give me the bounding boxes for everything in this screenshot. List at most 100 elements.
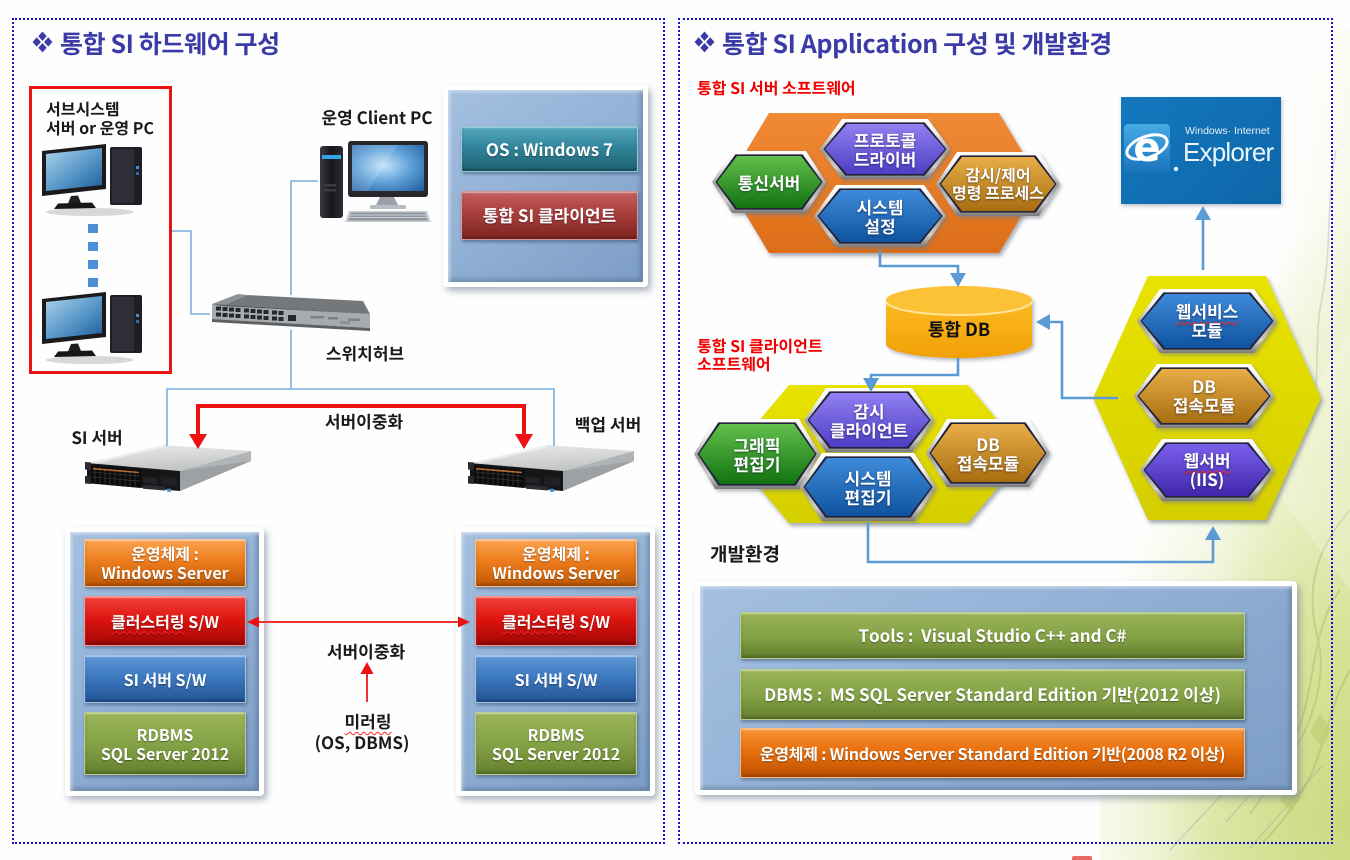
left-panel-title: 통합 SI 하드웨어 구성 — [60, 25, 280, 61]
si-client-label: 통합 SI 클라이언트 — [482, 202, 617, 228]
system-editor-hex-shape — [805, 458, 931, 516]
si-sw-bar-right: SI 서버 S/W — [475, 655, 637, 703]
dev-env-label: 개발환경 — [710, 540, 780, 567]
right-panel-border — [678, 18, 1333, 844]
tools-bar-label: Tools : Visual Studio C++ and C# — [858, 622, 1127, 648]
dash-square — [88, 224, 98, 233]
si-client-bar: 통합 SI 클라이언트 — [461, 191, 638, 240]
dev-os-bar-label: 운영체제 : Windows Server Standard Edition 기… — [759, 740, 1226, 765]
graphic-editor-hex — [694, 419, 820, 489]
server-hex-cluster — [712, 113, 1060, 253]
si-sw-bar-left: SI 서버 S/W — [84, 655, 246, 703]
ie-brand-small: Windows· Internet — [1185, 125, 1270, 137]
rdbms-bar-left-label: RDBMS SQL Server 2012 — [100, 721, 230, 765]
internet-explorer-logo: e Windows· Internet Explorer — [1121, 97, 1281, 204]
tools-bar: Tools : Visual Studio C++ and C# — [740, 612, 1245, 659]
clustering-word: 클러스터링 — [110, 608, 185, 633]
dbms-bar: DBMS : MS SQL Server Standard Edition 기반… — [740, 669, 1245, 720]
protocol-driver-hex — [820, 119, 950, 179]
switch-hub-image — [210, 292, 372, 334]
monitor-client-hex-shape — [809, 393, 929, 447]
db-module-hex-shape — [931, 424, 1045, 482]
server-cluster-hexagon-shape — [727, 113, 1041, 253]
right-panel-title: 통합 SI Application 구성 및 개발환경 — [722, 25, 1112, 61]
client-pc-label: 운영 Client PC — [321, 104, 433, 129]
db-module-label: DB 접속모듈 — [956, 430, 1020, 475]
backup-server-image — [466, 444, 636, 500]
clustering-word-2: 클러스터링 — [501, 608, 576, 633]
webserver-iis-hex — [1140, 439, 1274, 501]
desktop-pc-2 — [40, 290, 152, 366]
db-module-label-2: DB 접속모듈 — [1172, 372, 1236, 417]
monitor-client-label: 감시 클라이언트 — [829, 397, 909, 442]
graphic-editor-label: 그래픽 편집기 — [733, 431, 781, 476]
failover-mid-label: 서버이중화 — [326, 638, 406, 663]
monitor-cmd-label: 감시/제어 명령 프로세스 — [952, 162, 1044, 204]
si-sw-bar-left-label: SI 서버 S/W — [123, 666, 207, 691]
webserver-iis-label: 웹서버(IIS) — [1184, 450, 1231, 488]
db-cylinder — [885, 286, 1033, 358]
dev-os-bar: 운영체제 : Windows Server Standard Edition 기… — [740, 728, 1245, 778]
comm-server-hex — [712, 151, 826, 213]
monitor-client-hex — [804, 388, 934, 452]
diamond-bullet-icon-right — [694, 31, 715, 53]
server-software-label: 통합 SI 서버 소프트웨어 — [697, 75, 856, 99]
webserver-iis-hex-shape — [1145, 444, 1269, 496]
right-title-text: 통합 SI Application 구성 및 개발환경 — [722, 25, 1112, 61]
mirroring-label: 미러링 — [345, 708, 392, 733]
backup-server-label: 백업 서버 — [574, 411, 642, 436]
webservice-hex-shape — [1142, 294, 1272, 348]
system-config-label: 시스템 설정 — [856, 193, 904, 238]
clustering-suffix: S/W — [184, 608, 220, 633]
webserver-line2: (IIS) — [1189, 466, 1225, 491]
protocol-driver-label: 프로토콜 드라이버 — [853, 126, 917, 171]
protocol-driver-hex-shape — [825, 124, 945, 174]
db-module-hex — [926, 419, 1050, 487]
server-cluster-hexagon — [727, 113, 1041, 253]
db-cylinder-top — [886, 286, 1032, 314]
db-module-hex-2-shape — [1139, 369, 1269, 423]
si-server-label: SI 서버 — [71, 424, 123, 449]
system-config-hex — [814, 185, 946, 247]
os-windows7-label: OS : Windows 7 — [485, 135, 614, 161]
ie-logo-graphics: e — [1124, 124, 1179, 173]
webserver-word: 웹서버 — [1183, 446, 1231, 472]
os-windows7-bar: OS : Windows 7 — [461, 126, 638, 172]
client-hex-cluster — [694, 385, 1050, 523]
os-bar-right: 운영체제 : Windows Server — [475, 539, 637, 587]
db-cylinder-body — [886, 300, 1032, 358]
os-bar-right-label: 운영체제 : Windows Server — [492, 541, 620, 584]
ie-brand-big: Explorer — [1183, 137, 1274, 167]
ellipsis-dashes — [88, 224, 99, 290]
rdbms-bar-right-label: RDBMS SQL Server 2012 — [491, 721, 621, 765]
dash-square — [88, 242, 98, 251]
subsystem-group-frame — [29, 86, 172, 374]
subsystem-label: 서브시스템 서버 or 운영 PC — [46, 96, 154, 139]
mirroring-sub-label: (OS, DBMS) — [314, 729, 410, 754]
system-config-hex-shape — [819, 190, 941, 242]
clustering-bar-left: 클러스터링 S/W — [84, 596, 246, 646]
si-server-image — [83, 444, 253, 500]
si-sw-bar-right-label: SI 서버 S/W — [514, 666, 598, 691]
client-pc-image — [318, 140, 432, 226]
comm-server-hex-shape — [717, 156, 821, 208]
failover-top-label: 서버이중화 — [324, 408, 404, 433]
mirroring-word: 미러링 — [344, 708, 392, 733]
webservice-line2: 모듈 — [1191, 317, 1223, 342]
db-label: 통합 DB — [927, 315, 991, 342]
clustering-bar-right: 클러스터링 S/W — [475, 596, 637, 646]
rdbms-bar-right: RDBMS SQL Server 2012 — [475, 712, 637, 775]
left-panel-border — [12, 18, 665, 844]
graphic-editor-hex-shape — [699, 424, 815, 484]
clustering-suffix-2: S/W — [575, 608, 611, 633]
diamond-bullet-icon — [32, 31, 53, 53]
comm-server-label: 통신서버 — [737, 169, 801, 195]
monitor-cmd-hex-shape — [941, 157, 1055, 211]
webservice-hex — [1137, 289, 1277, 353]
desktop-pc-1 — [40, 142, 152, 218]
clustering-bar-right-label: 클러스터링 S/W — [501, 608, 611, 633]
left-title-text: 통합 SI 하드웨어 구성 — [60, 25, 280, 61]
dash-square — [88, 278, 98, 287]
footer-red-shape — [1072, 856, 1092, 860]
